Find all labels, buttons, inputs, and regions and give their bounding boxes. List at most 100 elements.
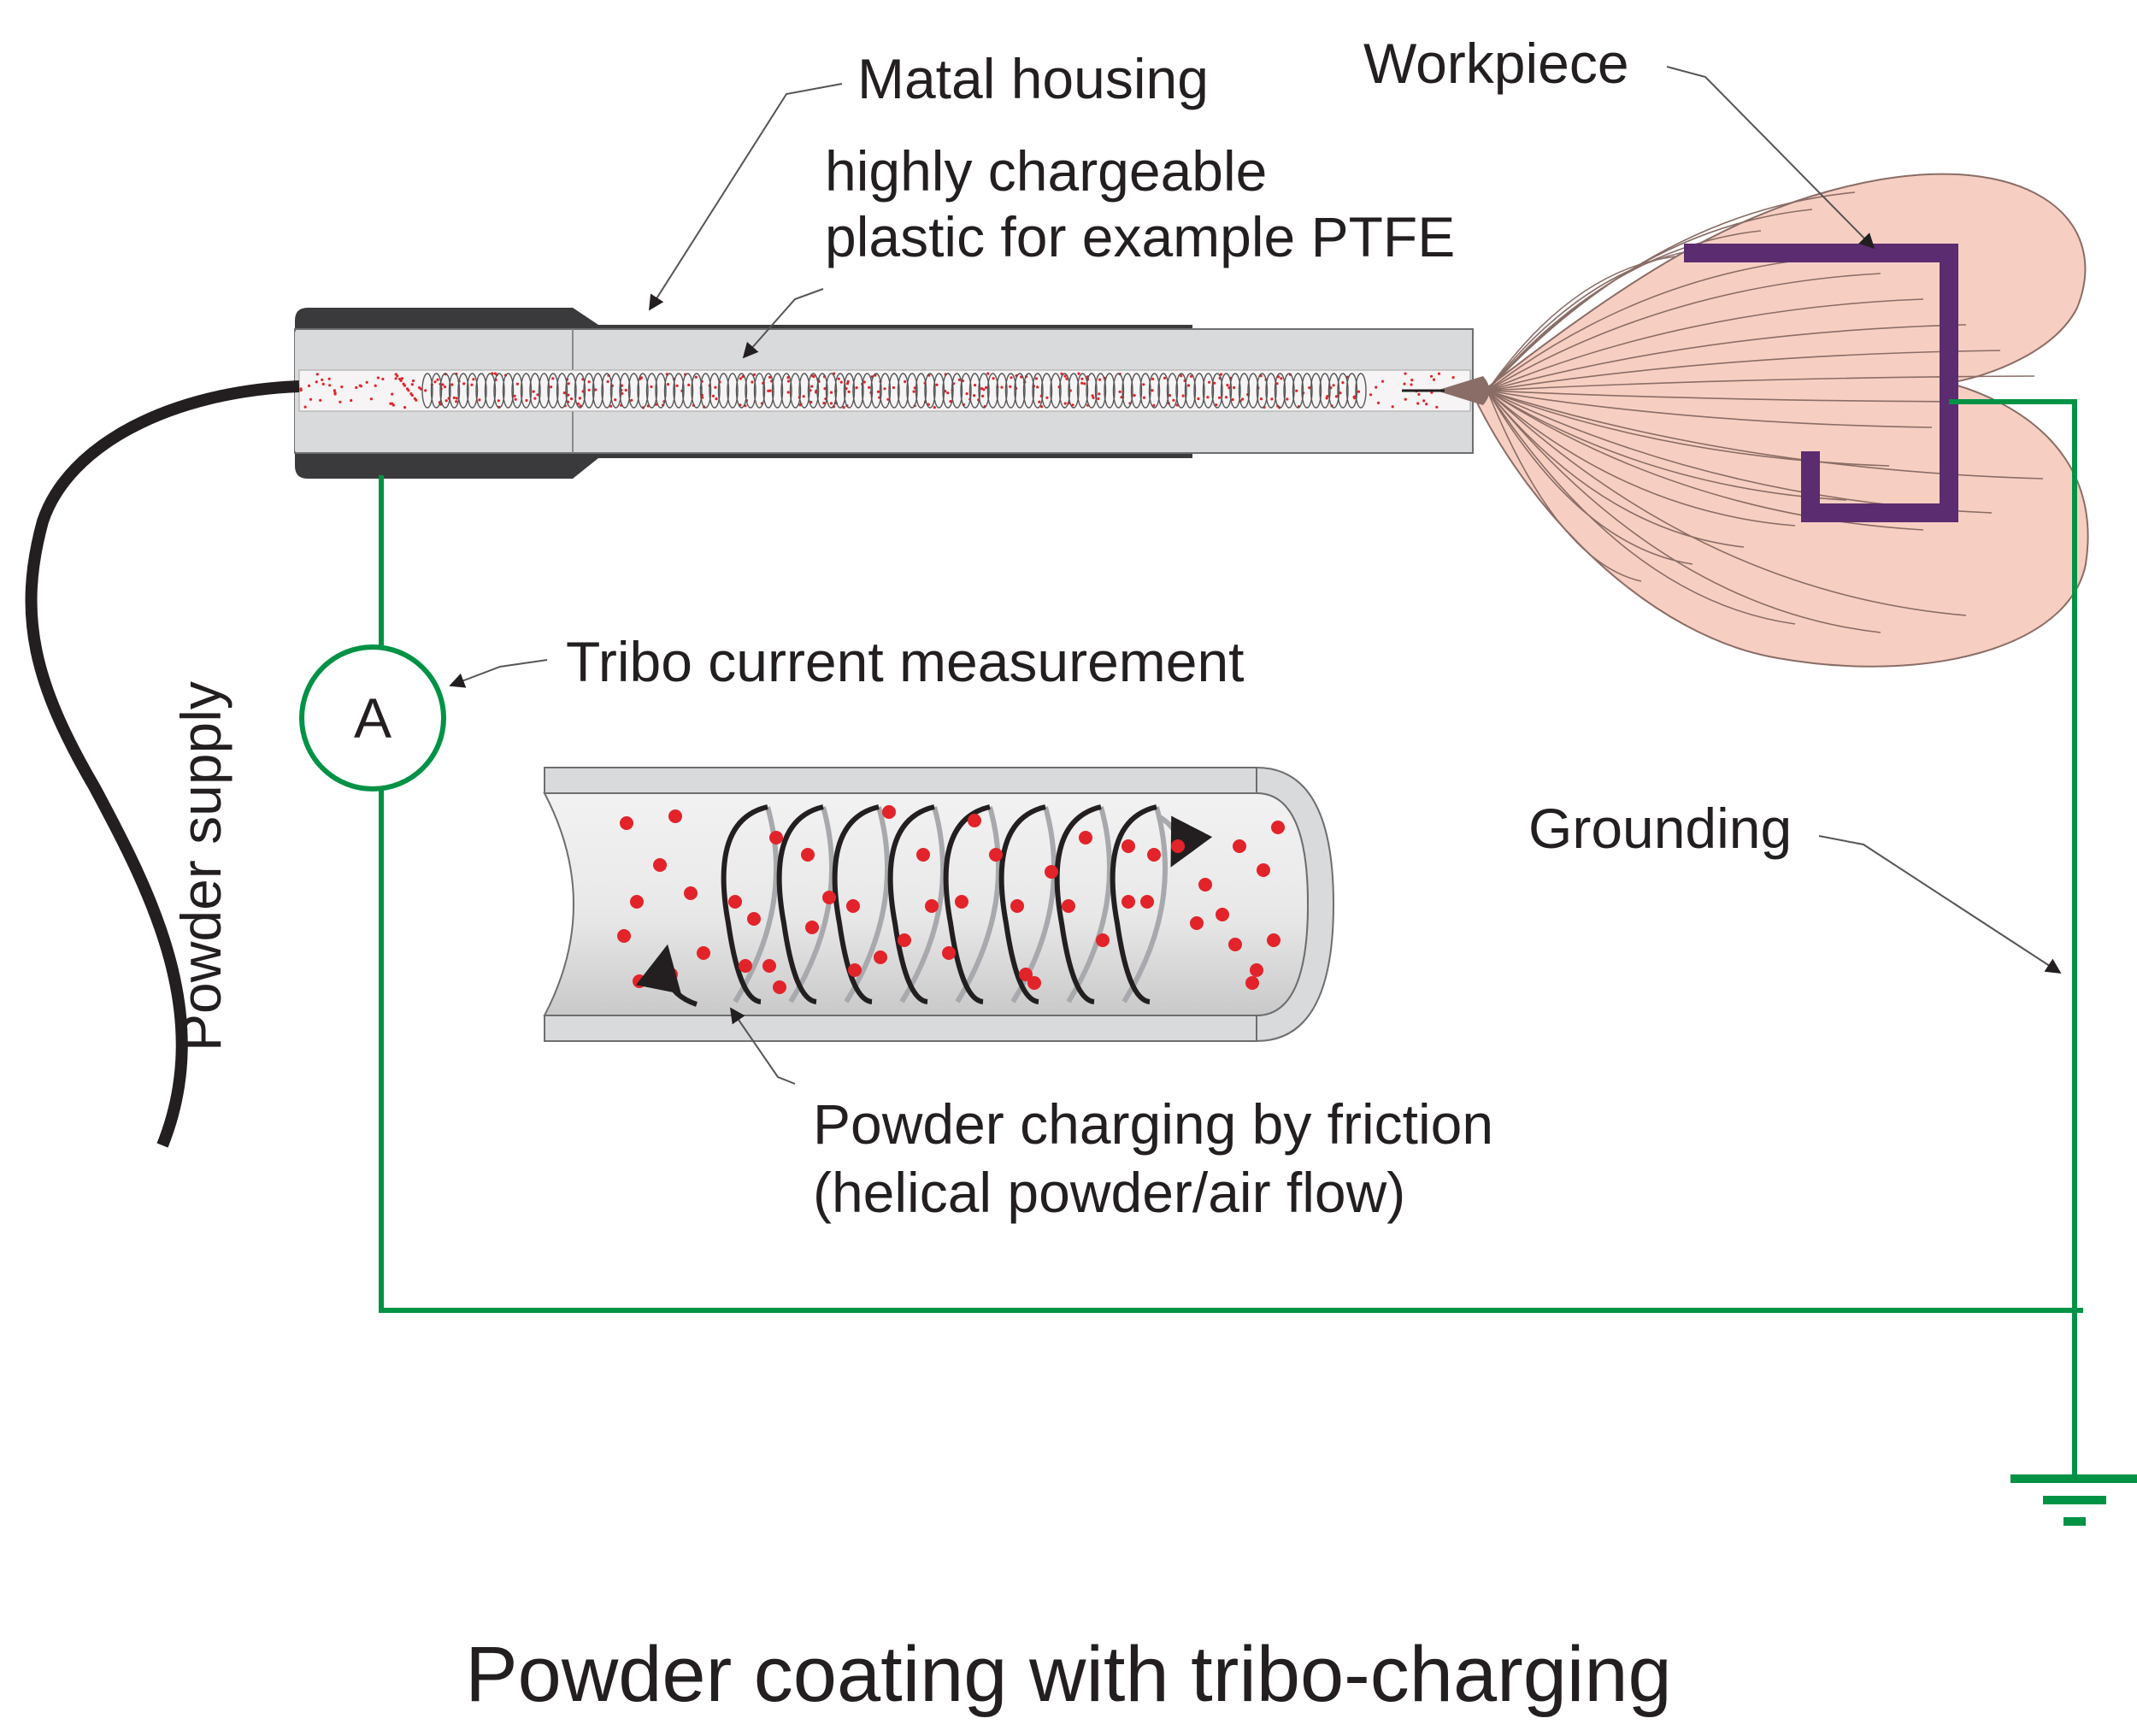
channel-particle — [1065, 377, 1068, 380]
channel-coil-loop — [592, 373, 604, 409]
powder-particle — [769, 831, 783, 844]
channel-coil-loop — [439, 373, 451, 409]
powder-particle — [653, 858, 667, 872]
channel-coil-loop — [816, 373, 828, 409]
channel-coil-loop — [798, 373, 810, 409]
channel-particle — [394, 377, 397, 380]
channel-particle — [578, 397, 582, 400]
channel-particle — [1437, 372, 1441, 375]
channel-coil-loop — [502, 373, 515, 409]
powder-particle — [1019, 968, 1033, 981]
powder-particle — [1140, 895, 1154, 909]
channel-particle — [1010, 376, 1013, 380]
channel-particle — [376, 376, 380, 380]
channel-particle — [562, 391, 566, 395]
channel-particle — [912, 390, 915, 393]
channel-coil-loop — [978, 373, 990, 409]
channel-coil-loop — [780, 373, 792, 409]
friction-helix — [721, 804, 1213, 1004]
channel-coil-loop — [915, 373, 927, 409]
channel-particle — [1092, 396, 1095, 399]
field-cloud-shape — [1473, 173, 2089, 668]
channel-coil-loop — [1337, 373, 1349, 409]
powder-particle — [697, 946, 710, 960]
powder-particle — [1233, 839, 1246, 853]
channel-coil-loop — [1076, 373, 1089, 409]
channel-particle — [462, 382, 466, 385]
label-friction-line1: Powder charging by friction — [813, 1092, 1493, 1156]
channel-coil-loop — [511, 373, 523, 409]
powder-particle — [846, 899, 860, 913]
channel-particle — [1208, 380, 1211, 384]
channel-particle — [886, 397, 890, 401]
channel-particle — [321, 378, 324, 381]
channel-particle — [536, 393, 539, 397]
channel-particle — [1332, 384, 1335, 387]
powder-particle — [1010, 899, 1024, 913]
leader-grounding — [1818, 835, 2062, 974]
channel-particle — [339, 400, 342, 403]
channel-particle — [711, 394, 715, 397]
channel-particle — [1224, 396, 1228, 399]
channel-particle — [1410, 379, 1414, 382]
powder-particle — [1257, 863, 1270, 877]
channel-particle — [396, 374, 399, 378]
channel-particle — [1220, 373, 1223, 376]
channel-coil-loop — [852, 373, 864, 409]
channel-coil-loop — [942, 373, 954, 409]
channel-particle — [829, 391, 833, 394]
channel-particle — [1071, 403, 1074, 407]
channel-particle — [1142, 396, 1146, 399]
channel-coil-loop — [1068, 373, 1080, 409]
channel-coil-loop — [1040, 373, 1053, 409]
channel-coil-loop — [986, 373, 999, 409]
channel-particle — [675, 384, 679, 387]
powder-particle — [942, 946, 956, 960]
helix-front-stroke — [1110, 804, 1157, 1004]
channel-particle — [1381, 380, 1385, 383]
label-powder-supply: Powder supply — [169, 681, 233, 1051]
powder-particle — [1027, 976, 1041, 990]
channel-particle — [1259, 397, 1263, 401]
channel-particle — [1181, 394, 1185, 397]
channel-particle — [365, 380, 368, 384]
ground-wire-loop — [379, 790, 2083, 1313]
channel-particle — [1045, 396, 1049, 399]
channel-particle — [525, 398, 528, 403]
channel-particle — [1098, 392, 1101, 396]
channel-particle — [443, 385, 447, 389]
charged-powder-particles — [617, 805, 1285, 994]
powder-particle — [1190, 916, 1204, 930]
channel-particle — [452, 396, 456, 399]
channel-particle — [436, 378, 439, 381]
channel-coil-loop — [861, 373, 874, 409]
channel-particle — [415, 398, 418, 402]
powder-particle — [620, 816, 633, 830]
channel-coil-loop — [843, 373, 856, 409]
channel-particle — [399, 379, 403, 382]
powder-particle — [1271, 821, 1285, 834]
channel-particle — [472, 378, 475, 381]
ammeter-label: A — [354, 686, 391, 750]
field-line — [1486, 390, 1796, 527]
powder-particle — [925, 899, 939, 913]
channel-coil-loop — [699, 373, 712, 409]
channel-coil-loop — [1148, 373, 1161, 409]
helix-back-stroke — [899, 806, 946, 1003]
channel-particle — [358, 384, 362, 387]
channel-particle — [333, 389, 336, 392]
channel-particle — [450, 383, 454, 386]
channel-particle — [551, 377, 555, 380]
channel-coil-loop — [1157, 373, 1169, 409]
channel-particle — [410, 393, 414, 397]
channel-particle — [419, 387, 422, 391]
channel-particle — [974, 384, 977, 387]
channel-particle — [455, 397, 458, 400]
channel-coil-loop — [709, 373, 721, 409]
powder-particle — [874, 950, 887, 964]
channel-coil-loop — [1211, 373, 1223, 409]
channel-particle — [650, 385, 653, 389]
helix-front-stroke — [832, 804, 880, 1004]
channel-particle — [327, 377, 331, 380]
helix-back-stroke — [955, 806, 1002, 1003]
